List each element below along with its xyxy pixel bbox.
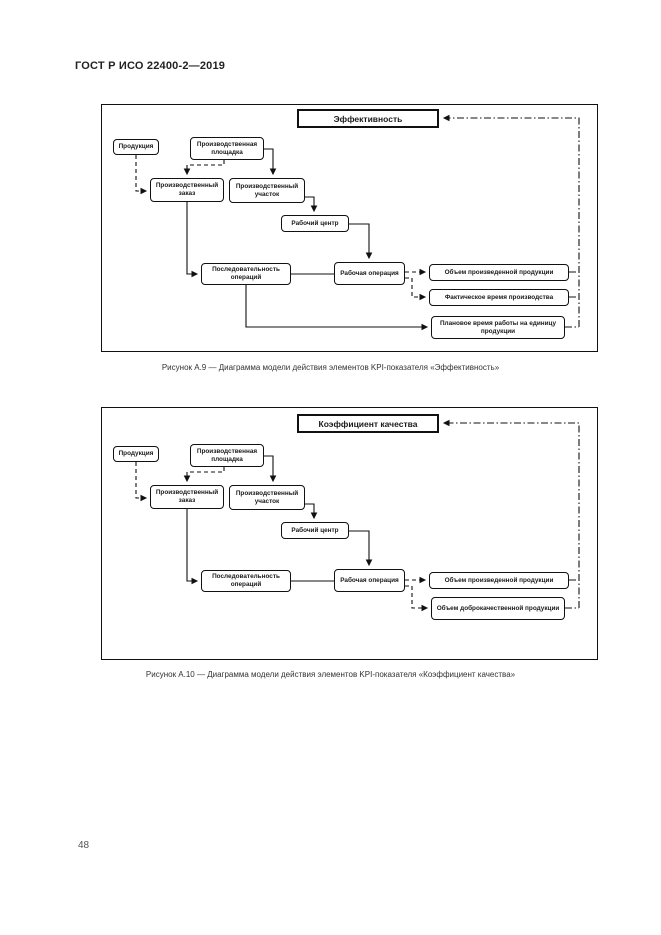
output-produced-quantity: Объем произведенной продукции [429, 264, 569, 281]
node-work-center: Рабочий центр [281, 215, 349, 232]
node-operations-sequence: Последовательность операций [201, 263, 291, 285]
node-production-order: Производственный заказ [150, 178, 224, 202]
node-operations-sequence: Последовательность операций [201, 570, 291, 592]
node-production-area: Производственный участок [229, 178, 305, 203]
node-work-center: Рабочий центр [281, 522, 349, 539]
output-good-quantity: Объем доброкачественной продукции [431, 597, 565, 620]
node-product: Продукция [113, 139, 159, 155]
node-work-operation: Рабочая операция [334, 569, 405, 592]
node-product: Продукция [113, 446, 159, 462]
connector-lines [135, 419, 580, 612]
page-number: 48 [78, 840, 90, 851]
node-production-area: Производственный участок [229, 485, 305, 510]
connector-lines [135, 114, 580, 331]
output-actual-production-time: Фактическое время производства [429, 289, 569, 306]
document-header: ГОСТ Р ИСО 22400-2—2019 [75, 60, 226, 72]
output-planned-runtime-per-item: Плановое время работы на единицу продукц… [431, 316, 565, 339]
node-production-order: Производственный заказ [150, 485, 224, 509]
figure-a10-diagram: Коэффициент качества Продукция Производс… [101, 407, 598, 660]
figure-a10-caption: Рисунок А.10 — Диаграмма модели действия… [145, 670, 516, 679]
kpi-title-box: Коэффициент качества [297, 414, 439, 433]
output-produced-quantity: Объем произведенной продукции [429, 572, 569, 589]
node-production-site: Производственная площадка [190, 137, 264, 160]
kpi-title-box: Эффективность [297, 109, 439, 128]
node-production-site: Производственная площадка [190, 444, 264, 467]
figure-a9-diagram: Эффективность Продукция Производственная… [101, 104, 598, 352]
node-work-operation: Рабочая операция [334, 262, 405, 285]
figure-a9-caption: Рисунок А.9 — Диаграмма модели действия … [161, 363, 500, 372]
